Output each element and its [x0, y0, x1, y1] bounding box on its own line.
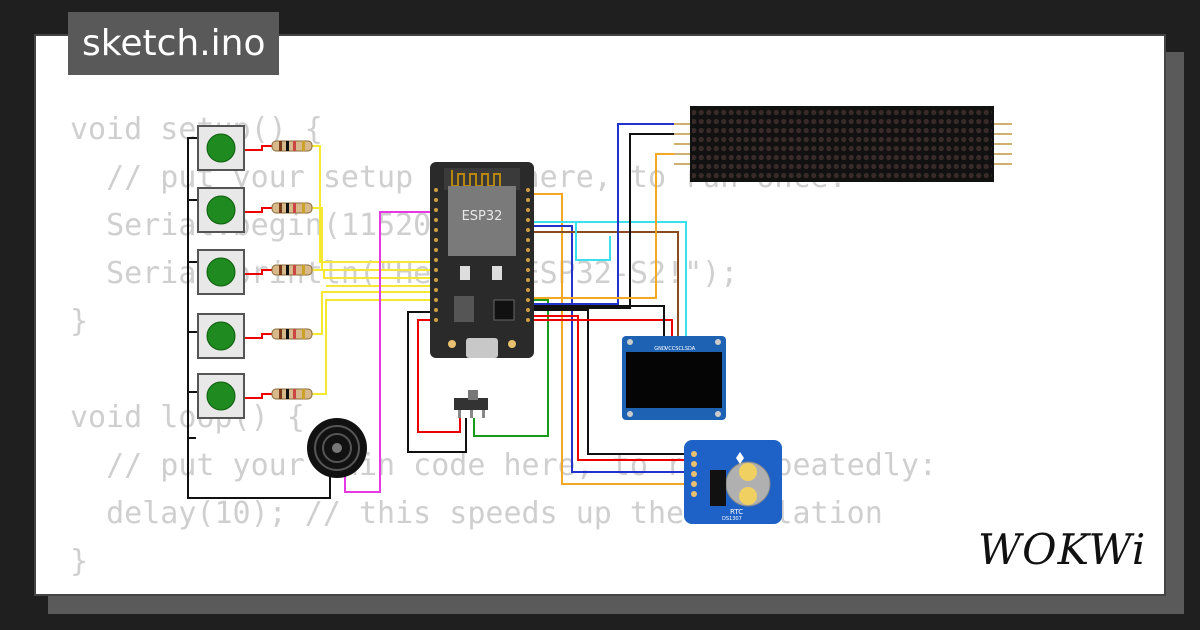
wire-yellow [312, 299, 432, 395]
resistor [271, 388, 313, 400]
wire-black [188, 199, 198, 393]
wire-yellow [312, 207, 432, 271]
rtc-module: RTC DS1307 [684, 440, 782, 524]
wire-black [530, 133, 690, 309]
push-button [197, 249, 245, 295]
wire-red [244, 269, 272, 275]
resistor [271, 202, 313, 214]
code-line: } [70, 544, 89, 579]
wire-blue [530, 123, 690, 305]
oled-pin-gnd: GND [654, 346, 666, 352]
code-line: } [70, 304, 89, 339]
slide-switch [454, 390, 488, 418]
rtc-label: RTC [730, 508, 743, 516]
push-button [197, 125, 245, 171]
resistor [271, 264, 313, 276]
buzzer [307, 418, 367, 478]
wire-yellow [312, 145, 432, 263]
esp32-pins [434, 188, 530, 322]
wire-black [187, 430, 331, 499]
code-background: void setup() { // put your setup code he… [70, 106, 937, 586]
wire-red [244, 207, 272, 213]
wire-green [473, 299, 549, 437]
led-matrix [674, 106, 1012, 182]
oled-pin-scl: SCL [675, 346, 685, 352]
push-button [197, 313, 245, 359]
code-line: delay(10); // this speeds up the simulat… [70, 496, 883, 531]
push-button [197, 373, 245, 419]
wire-red [530, 319, 673, 338]
wire-red [244, 145, 272, 151]
wire-orange [530, 153, 690, 299]
wire-black [407, 311, 467, 453]
wire-yellow [312, 269, 432, 279]
wire-black [530, 309, 690, 455]
wire-blue [530, 225, 690, 473]
wokwi-logo: WOKWi [978, 525, 1147, 574]
file-tab: sketch.ino [68, 12, 280, 75]
esp32-board: ESP32 [430, 162, 534, 358]
wire-red [244, 393, 272, 399]
wire-cyan [530, 221, 687, 338]
oled-display: GND VCC SCL SDA [622, 336, 726, 420]
oled-pin-sda: SDA [685, 346, 696, 352]
esp32-label: ESP32 [462, 209, 503, 224]
wire-magenta [344, 211, 432, 493]
wire-orange [530, 193, 690, 485]
wire-yellow [312, 291, 432, 335]
resistor [271, 140, 313, 152]
wire-black [187, 137, 198, 439]
oled-pin-vcc: VCC [665, 346, 676, 352]
wire-brown [530, 231, 679, 338]
wire-black [530, 305, 665, 338]
wire-red [530, 315, 690, 461]
wire-red [417, 319, 461, 433]
rtc-chip-label: DS1307 [722, 516, 742, 522]
wire-cyan [575, 222, 611, 261]
push-button [197, 187, 245, 233]
wires [187, 123, 690, 499]
code-line: Serial.begin(115200); [70, 208, 486, 243]
resistor [271, 328, 313, 340]
wire-red [244, 333, 272, 339]
